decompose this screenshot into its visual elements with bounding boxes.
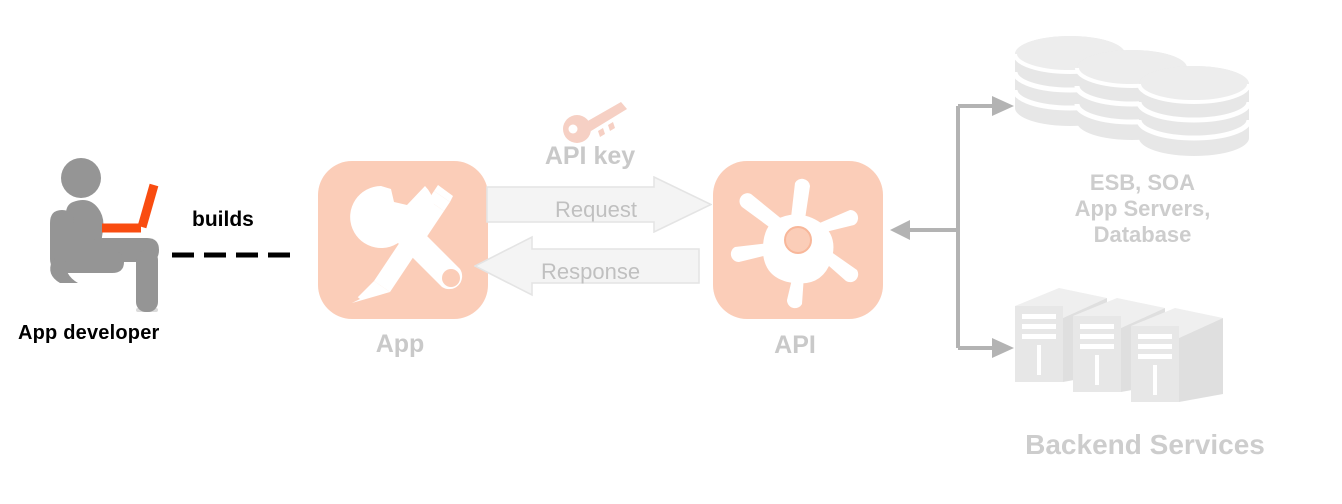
- app-developer-icon: [40, 155, 200, 315]
- api-label: API: [774, 331, 816, 359]
- api-tile[interactable]: [713, 161, 883, 319]
- request-arrow: [486, 175, 713, 234]
- server-racks-icon: [1015, 288, 1265, 413]
- api-key-label: API key: [544, 142, 636, 170]
- backend-node-label-esb: ESB, SOA App Servers, Database: [1030, 170, 1255, 248]
- esb-line-2: App Servers,: [1074, 195, 1211, 221]
- arrowhead-bottom: [992, 338, 1014, 358]
- response-label: Response: [541, 259, 641, 284]
- builds-label: builds: [192, 208, 254, 231]
- api-star-icon: [730, 178, 859, 309]
- key-icon: [560, 100, 630, 145]
- arrowhead-left: [890, 220, 910, 240]
- database-stack-icon: [1015, 36, 1265, 161]
- backend-services-label: Backend Services: [1025, 429, 1265, 460]
- request-label: Request: [555, 197, 637, 222]
- esb-line-1: ESB, SOA: [1089, 170, 1196, 195]
- app-tile[interactable]: [318, 161, 488, 319]
- arrowhead-top: [992, 96, 1014, 116]
- wrench-and-pencil-icon: [350, 185, 463, 303]
- esb-line-3: Database: [1093, 221, 1192, 247]
- app-developer-label: App developer: [18, 322, 160, 344]
- builds-dashed-line: [170, 245, 300, 258]
- app-label: App: [375, 330, 425, 358]
- backend-connector-lines: [888, 92, 1023, 362]
- response-arrow: [473, 235, 700, 297]
